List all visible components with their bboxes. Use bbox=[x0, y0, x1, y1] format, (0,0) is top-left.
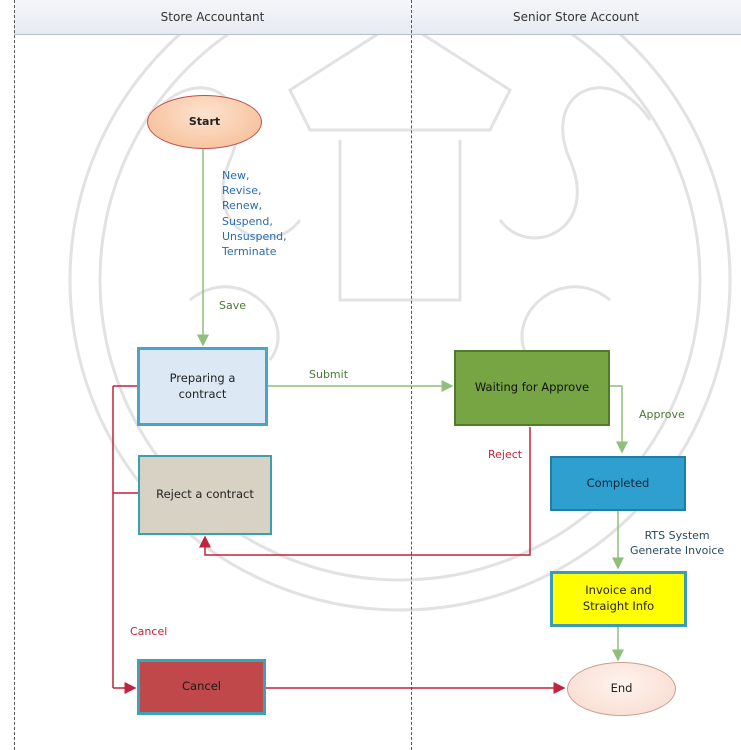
start-actions-label: New, Revise, Renew, Suspend, Unsuspend, … bbox=[222, 169, 287, 258]
reject-contract-node: Reject a contract bbox=[138, 455, 272, 535]
edge-approve bbox=[610, 385, 628, 454]
approve-label: Approve bbox=[639, 408, 685, 421]
invoice-node: Invoice and Straight Info bbox=[550, 571, 687, 627]
cancel-node: Cancel bbox=[137, 659, 266, 715]
completed-node: Completed bbox=[550, 456, 686, 511]
waiting-approve-node: Waiting for Approve bbox=[454, 350, 610, 426]
save-label: Save bbox=[219, 299, 247, 312]
reject-label: Reject bbox=[488, 448, 523, 461]
rts-generate-label: RTS System Generate Invoice bbox=[630, 529, 725, 558]
end-node: End bbox=[567, 662, 676, 716]
lane-header-right: Senior Store Account bbox=[411, 0, 741, 35]
lane-title-store-accountant: Store Accountant bbox=[160, 10, 265, 24]
lane-title-senior-store-account: Senior Store Account bbox=[512, 10, 639, 24]
cancel-edge-label: Cancel bbox=[130, 625, 168, 638]
preparing-contract-node: Preparing a contract bbox=[137, 347, 268, 426]
lane-border-left bbox=[14, 0, 15, 750]
lane-divider bbox=[411, 0, 412, 750]
submit-label: Submit bbox=[309, 368, 349, 381]
lane-header-left: Store Accountant bbox=[14, 0, 411, 35]
edge-reject bbox=[199, 427, 531, 556]
start-node: Start bbox=[147, 95, 262, 149]
